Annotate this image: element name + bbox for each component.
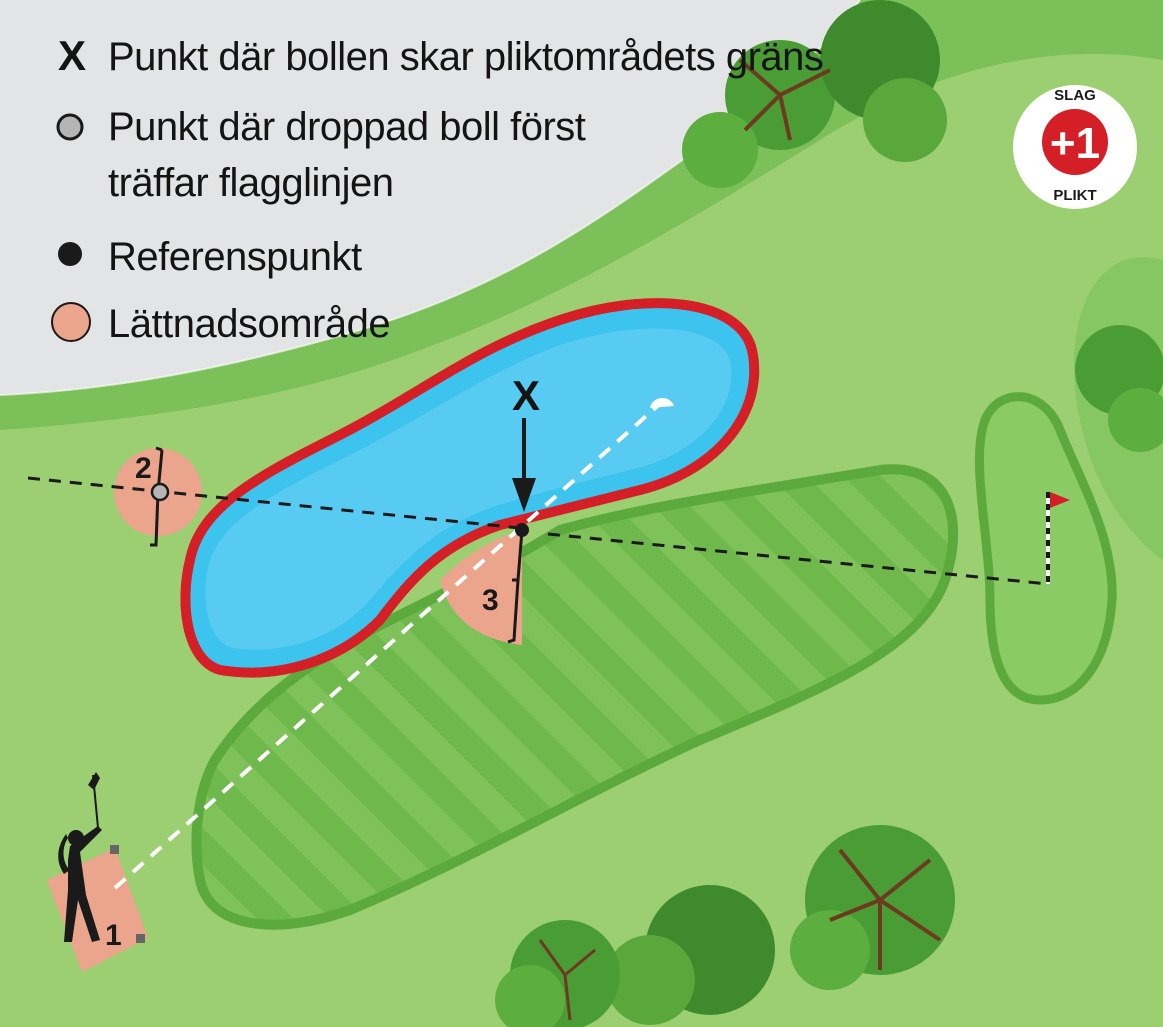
tee-marker: [136, 934, 145, 943]
badge-value: +1: [1050, 119, 1100, 168]
penalty-badge: +1 SLAG PLIKT: [1013, 85, 1137, 209]
legend-relief-area-icon: [52, 303, 90, 341]
marker-1: 1: [105, 919, 122, 952]
marker-2: 2: [135, 452, 152, 485]
legend-item-reference-point: Referenspunkt: [108, 235, 362, 279]
marker-3: 3: [482, 584, 499, 617]
tee-marker: [110, 845, 119, 854]
legend-item-drop-point-line1: Punkt där droppad boll först: [108, 105, 586, 149]
x-marker-label: X: [512, 372, 540, 419]
badge-top-text: SLAG: [1054, 87, 1096, 104]
drop-point-2: [152, 484, 168, 500]
legend-item-relief-area: Lättnadsområde: [108, 302, 390, 346]
legend-black-dot-icon: [58, 242, 82, 266]
badge-bottom-text: PLIKT: [1053, 187, 1096, 204]
legend-item-drop-point-line2: träffar flagglinjen: [108, 161, 394, 205]
legend-x-symbol: X: [58, 32, 86, 79]
legend-item-boundary-point: Punkt där bollen skar pliktområdets grän…: [108, 35, 823, 79]
legend-gray-circle-icon: [58, 115, 82, 139]
